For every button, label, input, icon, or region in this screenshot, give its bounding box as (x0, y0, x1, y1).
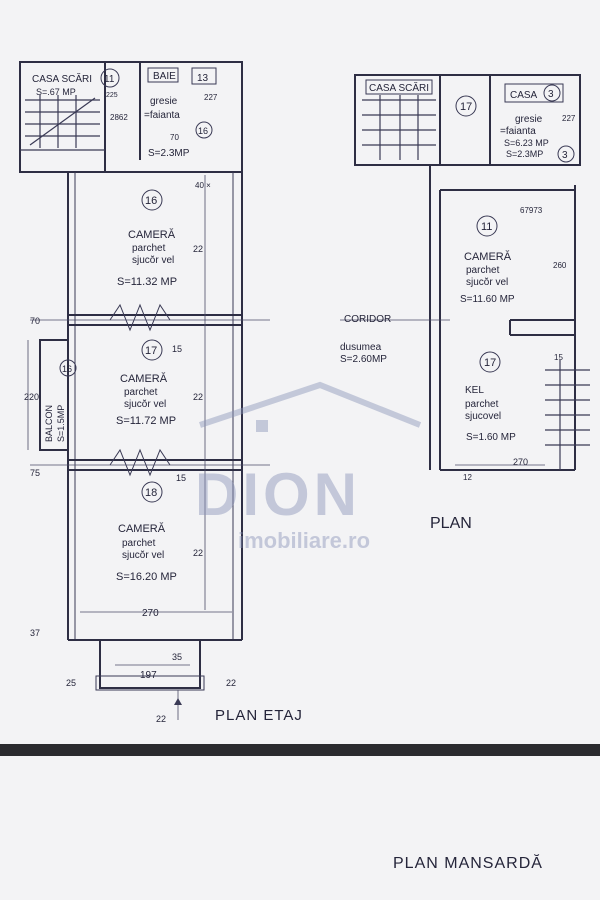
etaj-room1-num: 16 (145, 195, 157, 207)
mansarda-kel-floor2: sjucovel (465, 411, 501, 422)
mansarda-casa-num2: 3 (562, 150, 568, 161)
mansarda-coridor-floor: dusumea (340, 342, 382, 353)
mansarda-room-num: 11 (481, 221, 492, 233)
etaj-room1-dim: 22 (193, 244, 203, 254)
etaj-dim-225: 225 (106, 92, 118, 99)
etaj-room3-dim15: 15 (176, 473, 186, 483)
etaj-baie-label: BAIE (153, 71, 176, 82)
etaj-dim-35: 35 (172, 652, 182, 662)
etaj-balcon-area: S=1.5MP (56, 405, 66, 442)
etaj-room2-floor1: parchet (124, 387, 158, 398)
etaj-casa-scari-num: 11 (104, 74, 115, 85)
etaj-room1-floor2: sjucŏr vel (132, 255, 174, 266)
mansarda-room-floor1: parchet (466, 265, 500, 276)
mansarda-kel-label: KEL (465, 385, 484, 396)
plan-etaj-title: PLAN ETAJ (215, 707, 303, 724)
mansarda-staircase (362, 95, 436, 160)
etaj-balcon (39, 339, 69, 451)
etaj-balcon-label: BALCON (44, 405, 54, 442)
etaj-baie-gresie: gresie (150, 96, 178, 107)
etaj-room3-dim: 22 (193, 548, 203, 558)
etaj-room1-area: S=11.32 MP (117, 276, 177, 288)
plan-etaj: CASA SCĂRI 11 S=.67 MP 225 BAIE 13 gresi… (19, 61, 303, 724)
etaj-room1-floor1: parchet (132, 243, 166, 254)
etaj-baie-num: 13 (197, 73, 209, 84)
watermark-brand: DION (195, 461, 361, 528)
etaj-casa-scari-area: S=.67 MP (36, 87, 76, 97)
etaj-dim-70: 70 (30, 316, 40, 326)
etaj-dim-197: 197 (140, 670, 157, 681)
mansarda-casa-scari-num: 17 (460, 101, 472, 113)
etaj-room2-dim15: 15 (172, 344, 182, 354)
mansarda-room-floor2: sjucŏr vel (466, 277, 508, 288)
etaj-dim-22b: 22 (156, 714, 166, 724)
etaj-room3-floor2: sjucŏr vel (122, 550, 164, 561)
etaj-room3-label: CAMERĂ (118, 522, 166, 535)
etaj-room2-label: CAMERĂ (120, 372, 168, 385)
etaj-dim-40: 40 × (195, 181, 211, 190)
etaj-dim-2862: 2862 (110, 113, 128, 122)
mansarda-right-stairs (545, 360, 590, 470)
etaj-balcon-dim: 220 (24, 392, 39, 402)
plan-mansarda-title: PLAN MANSARDĂ (393, 853, 543, 872)
etaj-room1-label: CAMERĂ (128, 228, 176, 241)
etaj-baie-faianta: =faianta (144, 110, 180, 121)
mansarda-kel-dim: 270 (513, 457, 528, 467)
mansarda-casa-gresie: gresie (515, 114, 543, 125)
mansarda-kel-dim15: 15 (554, 353, 563, 362)
etaj-baie-area: S=2.3MP (148, 148, 190, 159)
mansarda-plan-label: PLAN (430, 515, 472, 532)
mansarda-casa-faianta: =faianta (500, 126, 536, 137)
etaj-dim-75: 75 (30, 468, 40, 478)
watermark-roof-icon (199, 381, 422, 428)
etaj-staircase (20, 95, 105, 151)
mansarda-dim-227: 227 (562, 114, 576, 123)
mansarda-room-label: CAMERĂ (464, 250, 512, 263)
etaj-room2-dim: 22 (193, 392, 203, 402)
mansarda-dim-260: 260 (553, 261, 567, 270)
mansarda-casa-area1: S=6.23 MP (504, 138, 549, 148)
etaj-dim-37: 37 (30, 628, 40, 638)
etaj-balcon-num: 16 (62, 364, 72, 374)
etaj-room2-area: S=11.72 MP (116, 415, 176, 427)
dion-watermark: DION imobiliare.ro (195, 381, 422, 553)
etaj-dim-22a: 22 (226, 678, 236, 688)
mansarda-coridor-label: CORIDOR (344, 314, 391, 325)
mansarda-kel-dim12: 12 (463, 473, 472, 482)
mansarda-kel-floor1: parchet (465, 399, 499, 410)
mansarda-coridor-area: S=2.60MP (340, 354, 387, 365)
etaj-room3-num: 18 (145, 487, 157, 499)
etaj-dim-227: 227 (204, 93, 218, 102)
separator-band (0, 744, 600, 756)
etaj-room2-num: 17 (145, 345, 157, 357)
mansarda-kel-area: S=1.60 MP (466, 432, 516, 443)
plan-mansarda: CASA SCĂRI 17 CASA 3 gresie =faianta S=6… (340, 74, 590, 532)
etaj-room3-floor1: parchet (122, 538, 156, 549)
mansarda-kel-num: 17 (484, 357, 496, 369)
mansarda-casa-area2: S=2.3MP (506, 149, 543, 159)
mansarda-casa-num: 3 (548, 89, 554, 100)
mansarda-dim-67973: 67973 (520, 206, 543, 215)
etaj-casa-scari-label: CASA SCĂRI (32, 72, 92, 85)
etaj-dim-270: 270 (142, 608, 159, 619)
etaj-room2-floor2: sjucŏr vel (124, 399, 166, 410)
etaj-room3-area: S=16.20 MP (116, 571, 177, 583)
etaj-dim-70-baie: 70 (170, 133, 179, 142)
etaj-baie-num2: 16 (198, 126, 208, 136)
mansarda-casa-label: CASA (510, 90, 538, 101)
etaj-dim-25: 25 (66, 678, 76, 688)
mansarda-casa-scari-label: CASA SCĂRI (369, 81, 429, 94)
watermark-sub: imobiliare.ro (238, 528, 370, 553)
mansarda-room-area: S=11.60 MP (460, 294, 515, 305)
